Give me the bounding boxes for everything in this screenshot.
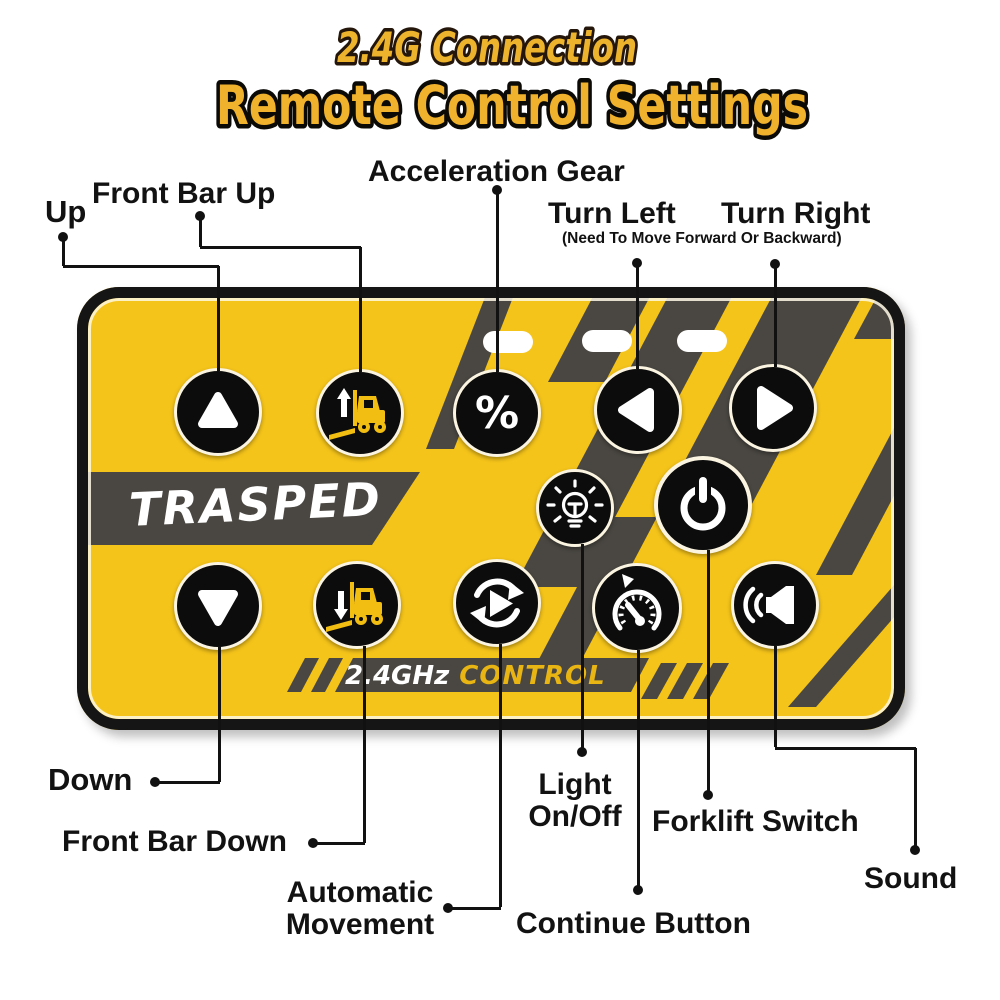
callout-line [217, 646, 221, 782]
banner-text: 2.4GHz CONTROL [345, 659, 606, 692]
indicator-light-2 [582, 330, 632, 352]
callout-line [498, 644, 502, 907]
turn-left-button[interactable] [594, 366, 682, 454]
down-button[interactable] [174, 562, 262, 650]
percent-icon: % [474, 387, 520, 439]
page-title: Remote Control Settings [216, 74, 808, 137]
callout-line [635, 263, 639, 369]
callout-line [636, 650, 640, 890]
callout-line [200, 245, 361, 249]
speaker-icon [743, 586, 794, 624]
light-button[interactable] [536, 469, 614, 547]
triangle-up-icon [198, 392, 238, 428]
indicator-light-1 [483, 331, 533, 353]
label-automatic-line1: Automatic [286, 876, 434, 909]
callout-line [773, 646, 777, 747]
label-continue-button: Continue Button [516, 907, 751, 940]
subtitle-2-4g-connection: 2.4G Connection [337, 23, 637, 72]
label-forklift-switch: Forklift Switch [652, 805, 859, 838]
forklift-switch-button[interactable] [654, 456, 752, 554]
label-automatic-movement: Automatic Movement [250, 877, 470, 940]
label-front-bar-down: Front Bar Down [62, 825, 287, 858]
acceleration-gear-button[interactable]: % [453, 369, 541, 457]
label-turn-right: Turn Right [721, 197, 871, 230]
label-acceleration-gear: Acceleration Gear [368, 155, 625, 188]
remote-control-panel: TRASPED 2.4GHz CONTROL % [77, 287, 905, 730]
callout-line [216, 266, 220, 371]
brand-logo: TRASPED [127, 471, 383, 537]
forklift-up-icon [329, 388, 386, 440]
callout-line [63, 264, 219, 268]
sound-button[interactable] [731, 561, 819, 649]
label-light-line2: On/Off [528, 799, 622, 833]
callout-dot [703, 790, 713, 800]
callout-line [61, 237, 65, 266]
label-sound: Sound [864, 862, 958, 895]
callout-dot [910, 845, 920, 855]
label-turn-note: (Need To Move Forward Or Backward) [562, 230, 842, 247]
callout-line [313, 841, 365, 845]
callout-line [775, 746, 916, 750]
callout-line [495, 190, 499, 372]
up-button[interactable] [174, 368, 262, 456]
callout-line [773, 264, 777, 367]
label-light-on-off: Light On/Off [500, 769, 650, 832]
banner-control-word: CONTROL [459, 660, 606, 691]
callout-line [706, 550, 710, 795]
callout-line [448, 906, 501, 910]
callout-dot [633, 885, 643, 895]
callout-line [362, 646, 366, 843]
label-light-line1: Light [538, 768, 612, 801]
automatic-movement-button[interactable] [453, 559, 541, 647]
callout-dot [577, 747, 587, 757]
forklift-down-icon [326, 582, 383, 632]
callout-line [198, 216, 202, 247]
label-front-bar-up: Front Bar Up [92, 177, 276, 210]
speedometer-icon [612, 574, 662, 631]
callout-line [358, 247, 362, 372]
continue-button[interactable] [592, 563, 682, 653]
triangle-right-icon [757, 386, 793, 430]
triangle-left-icon [618, 388, 654, 432]
callout-line [580, 544, 584, 752]
front-bar-down-button[interactable] [313, 561, 401, 649]
light-bulb-icon [546, 479, 604, 528]
power-icon [680, 477, 726, 531]
label-turn-left: Turn Left [548, 197, 676, 230]
callout-line [155, 780, 220, 784]
label-up: Up [45, 194, 87, 229]
triangle-down-icon [198, 590, 238, 626]
auto-loop-play-icon [470, 578, 524, 628]
indicator-light-3 [677, 330, 727, 352]
callout-line [913, 748, 917, 850]
banner-frequency: 2.4GHz [345, 660, 450, 691]
title-block: 2.4G Connection Remote Control Settings [212, 20, 813, 142]
label-automatic-line2: Movement [285, 907, 435, 941]
front-bar-up-button[interactable] [316, 369, 404, 457]
turn-right-button[interactable] [729, 364, 817, 452]
label-down: Down [48, 762, 133, 797]
